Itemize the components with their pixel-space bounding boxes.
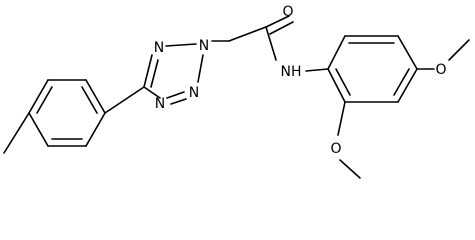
bond-ring2-6 [327,68,346,103]
bond-ring1-3i [36,86,53,114]
bond-ome-ch3 [448,39,470,61]
bond-co-2 [269,21,294,35]
bond-ring2-ome2 [337,101,346,136]
bond-co-1 [265,15,290,28]
atom-labels: O NH N N N N O O [154,4,447,157]
bond-tz-c5-n1 [143,54,153,88]
bond-ome2-ch3 [339,159,361,179]
atom-carbonyl-oxygen: O [282,4,293,20]
atom-tetrazole-n3: N [189,85,199,101]
bond-ring2-4i [393,68,410,96]
atom-methoxy-oxygen-para: O [435,62,446,78]
bond-ring2-1 [327,35,346,70]
atom-methoxy-oxygen-ortho: O [330,141,341,157]
bond-ring2-3 [397,35,418,70]
bond-tz-n3-n4 [166,91,185,99]
bond-lines [3,15,470,179]
bond-c-nh [265,26,277,61]
atom-amide-nh: NH [281,64,302,80]
bond-ring1-4 [28,112,49,147]
bond-ring2-6i [335,68,351,96]
atom-tetrazole-n4: N [155,96,165,112]
bond-tz-n4-c5 [143,86,161,99]
bond-ring1-1i [81,86,98,114]
bond-tz-tolyl [104,86,145,114]
molecule-structure: O NH N N N N O O [3,4,470,179]
bond-tz-c5-n1i [150,59,159,88]
bond-ring1-1 [85,79,106,114]
bond-nh-aryl [305,68,329,72]
atom-tetrazole-n2: N [199,38,209,54]
bond-c-ch2 [228,26,267,42]
bond-tz-n1-n2 [165,43,197,47]
structure-canvas: O NH N N N N O O [3,4,470,179]
bond-ring2-4 [397,68,418,103]
bond-ring1-3 [28,79,49,114]
atom-tetrazole-n1: N [154,40,164,56]
bond-tz-n2-n3 [197,54,204,83]
bond-ring1-methyl [3,112,30,154]
bond-tz-n3-n4i [170,98,187,105]
bond-ring1-6 [85,112,106,147]
